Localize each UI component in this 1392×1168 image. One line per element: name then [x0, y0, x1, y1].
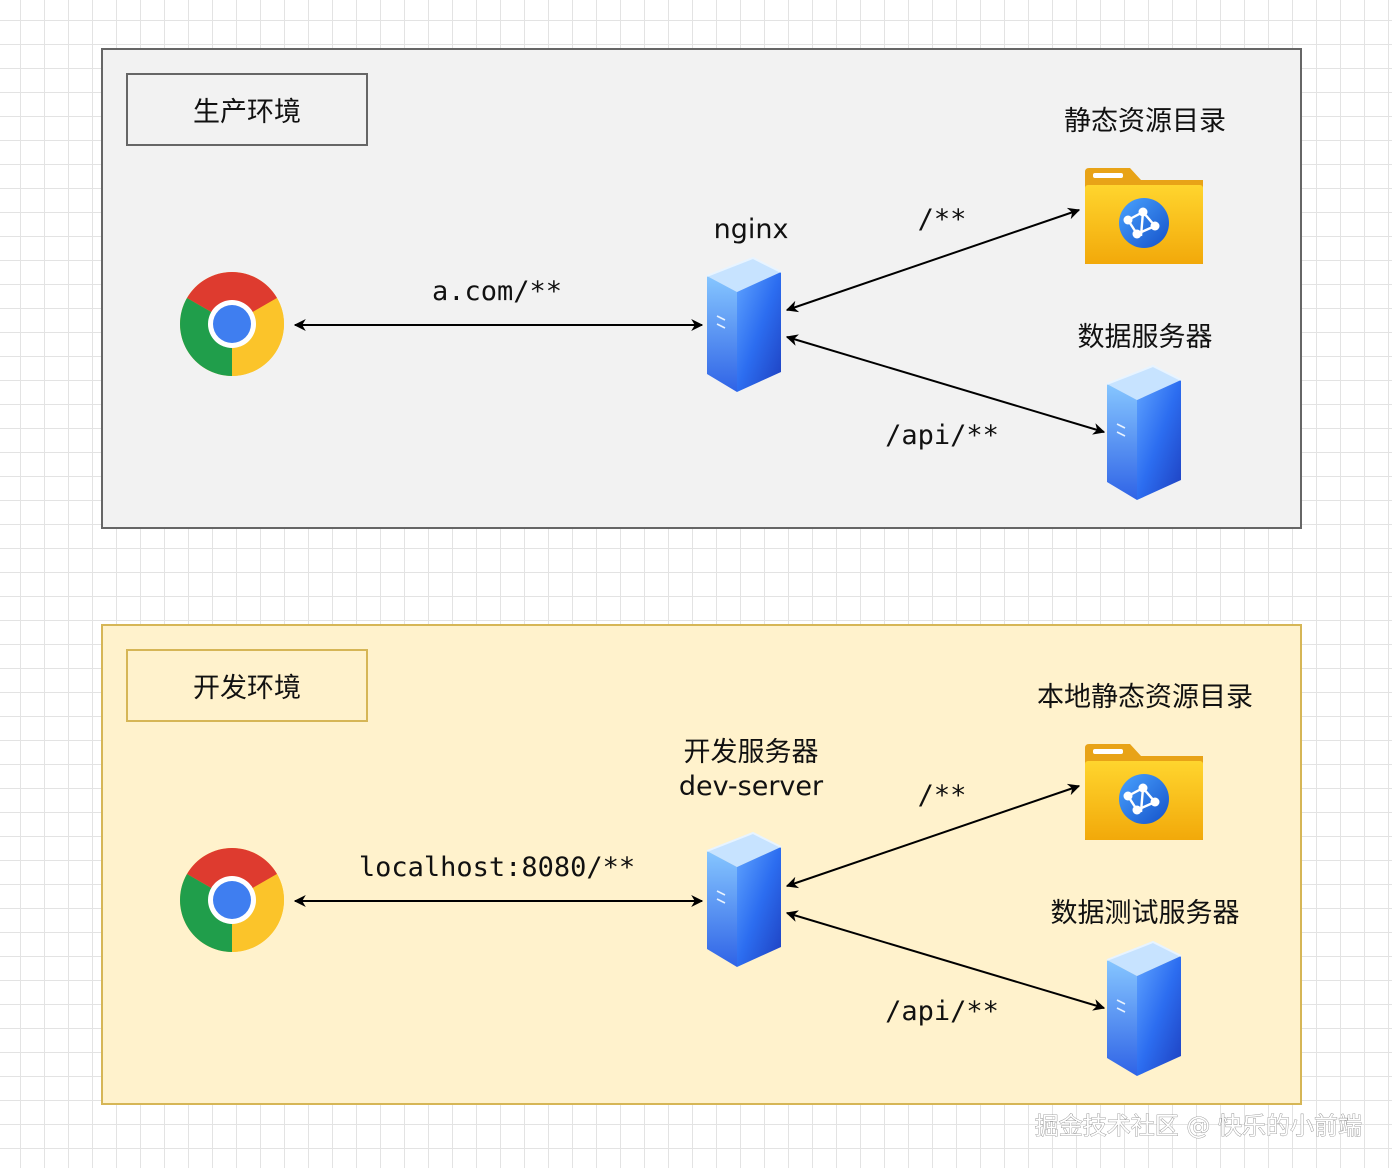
server-icon	[1106, 941, 1182, 1077]
data-target-label: 数据测试服务器	[1051, 898, 1240, 929]
browser-route-label: a.com/**	[432, 276, 562, 307]
chrome-icon	[180, 848, 284, 952]
proxy-label-line2: dev-server	[679, 771, 824, 802]
static-target-label: 本地静态资源目录	[1037, 682, 1253, 713]
server-icon	[706, 257, 782, 393]
web-folder-icon	[1083, 166, 1205, 266]
api-route-label: /api/**	[885, 420, 999, 451]
data-target-label: 数据服务器	[1078, 322, 1213, 353]
chrome-icon	[180, 272, 284, 376]
proxy-label-line1: 开发服务器	[684, 737, 819, 768]
web-folder-icon	[1083, 742, 1205, 842]
static-route-label: /**	[918, 780, 967, 811]
production-panel: 生产环境	[101, 48, 1302, 529]
static-route-arrow	[785, 783, 1081, 889]
development-label: 开发环境	[126, 649, 368, 722]
development-panel: 开发环境	[101, 624, 1302, 1105]
api-route-arrow	[785, 910, 1106, 1011]
server-icon	[1106, 365, 1182, 501]
static-route-label: /**	[918, 204, 967, 235]
server-icon	[706, 832, 782, 968]
browser-route-label: localhost:8080/**	[359, 852, 635, 883]
proxy-label: nginx	[714, 214, 789, 245]
static-target-label: 静态资源目录	[1064, 106, 1226, 137]
production-label: 生产环境	[126, 73, 368, 146]
api-route-arrow	[785, 334, 1106, 435]
watermark: 掘金技术社区 @ 快乐的小前端	[1035, 1112, 1362, 1140]
api-route-label: /api/**	[885, 996, 999, 1027]
static-route-arrow	[785, 207, 1081, 313]
